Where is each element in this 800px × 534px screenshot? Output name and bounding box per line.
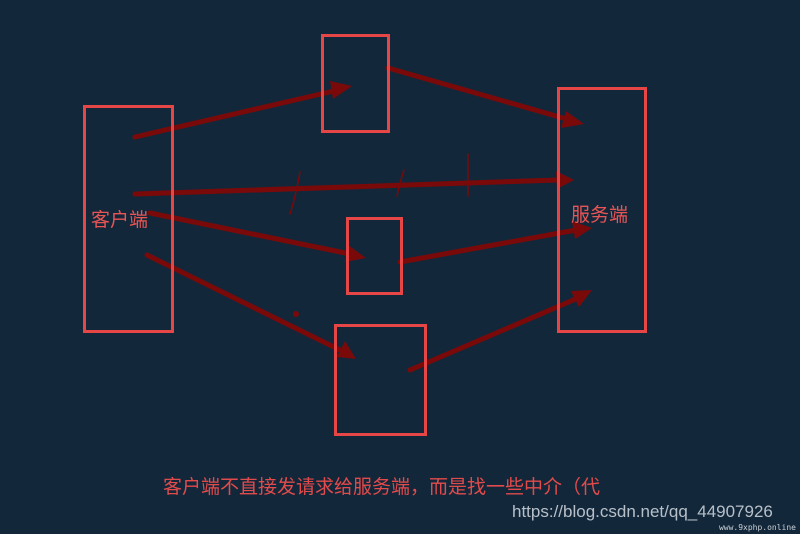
arrow-proxy-middle-to-server [397, 227, 579, 265]
arrow-proxy-bottom-to-server [407, 295, 581, 373]
proxy-box-top [321, 34, 390, 133]
ink-dot [293, 311, 299, 317]
arrow-client-to-server-direct [132, 177, 561, 197]
caption-text: 客户端不直接发请求给服务端，而是找一些中介（代 [163, 476, 601, 498]
arrow-client-to-proxy-top [132, 87, 341, 140]
proxy-box-bottom [334, 324, 427, 436]
arrow-client-to-proxy-middle [147, 210, 353, 257]
client-label: 客户端 [91, 209, 149, 231]
slash-mark-2 [396, 169, 405, 197]
server-box [557, 87, 647, 333]
arrow-client-to-proxy-bottom [144, 252, 347, 355]
proxy-box-middle [346, 217, 403, 295]
arrow-client-to-server-direct-head [556, 171, 574, 189]
site-stamp: www.9xphp.online [718, 523, 796, 532]
arrow-proxy-top-to-server-head [561, 111, 584, 128]
client-box [83, 105, 174, 333]
slash-mark-1 [289, 171, 301, 215]
arrow-proxy-top-to-server [385, 65, 573, 123]
arrow-client-to-proxy-top-head [330, 81, 352, 99]
arrow-proxy-middle-to-server-head [572, 221, 592, 239]
arrow-client-to-proxy-middle-head [345, 245, 366, 262]
arrow-proxy-bottom-to-server-head [571, 290, 592, 307]
watermark-text: https://blog.csdn.net/qq_44907926 [512, 502, 773, 521]
server-label: 服务端 [571, 204, 629, 226]
arrow-client-to-proxy-bottom-head [337, 341, 356, 359]
